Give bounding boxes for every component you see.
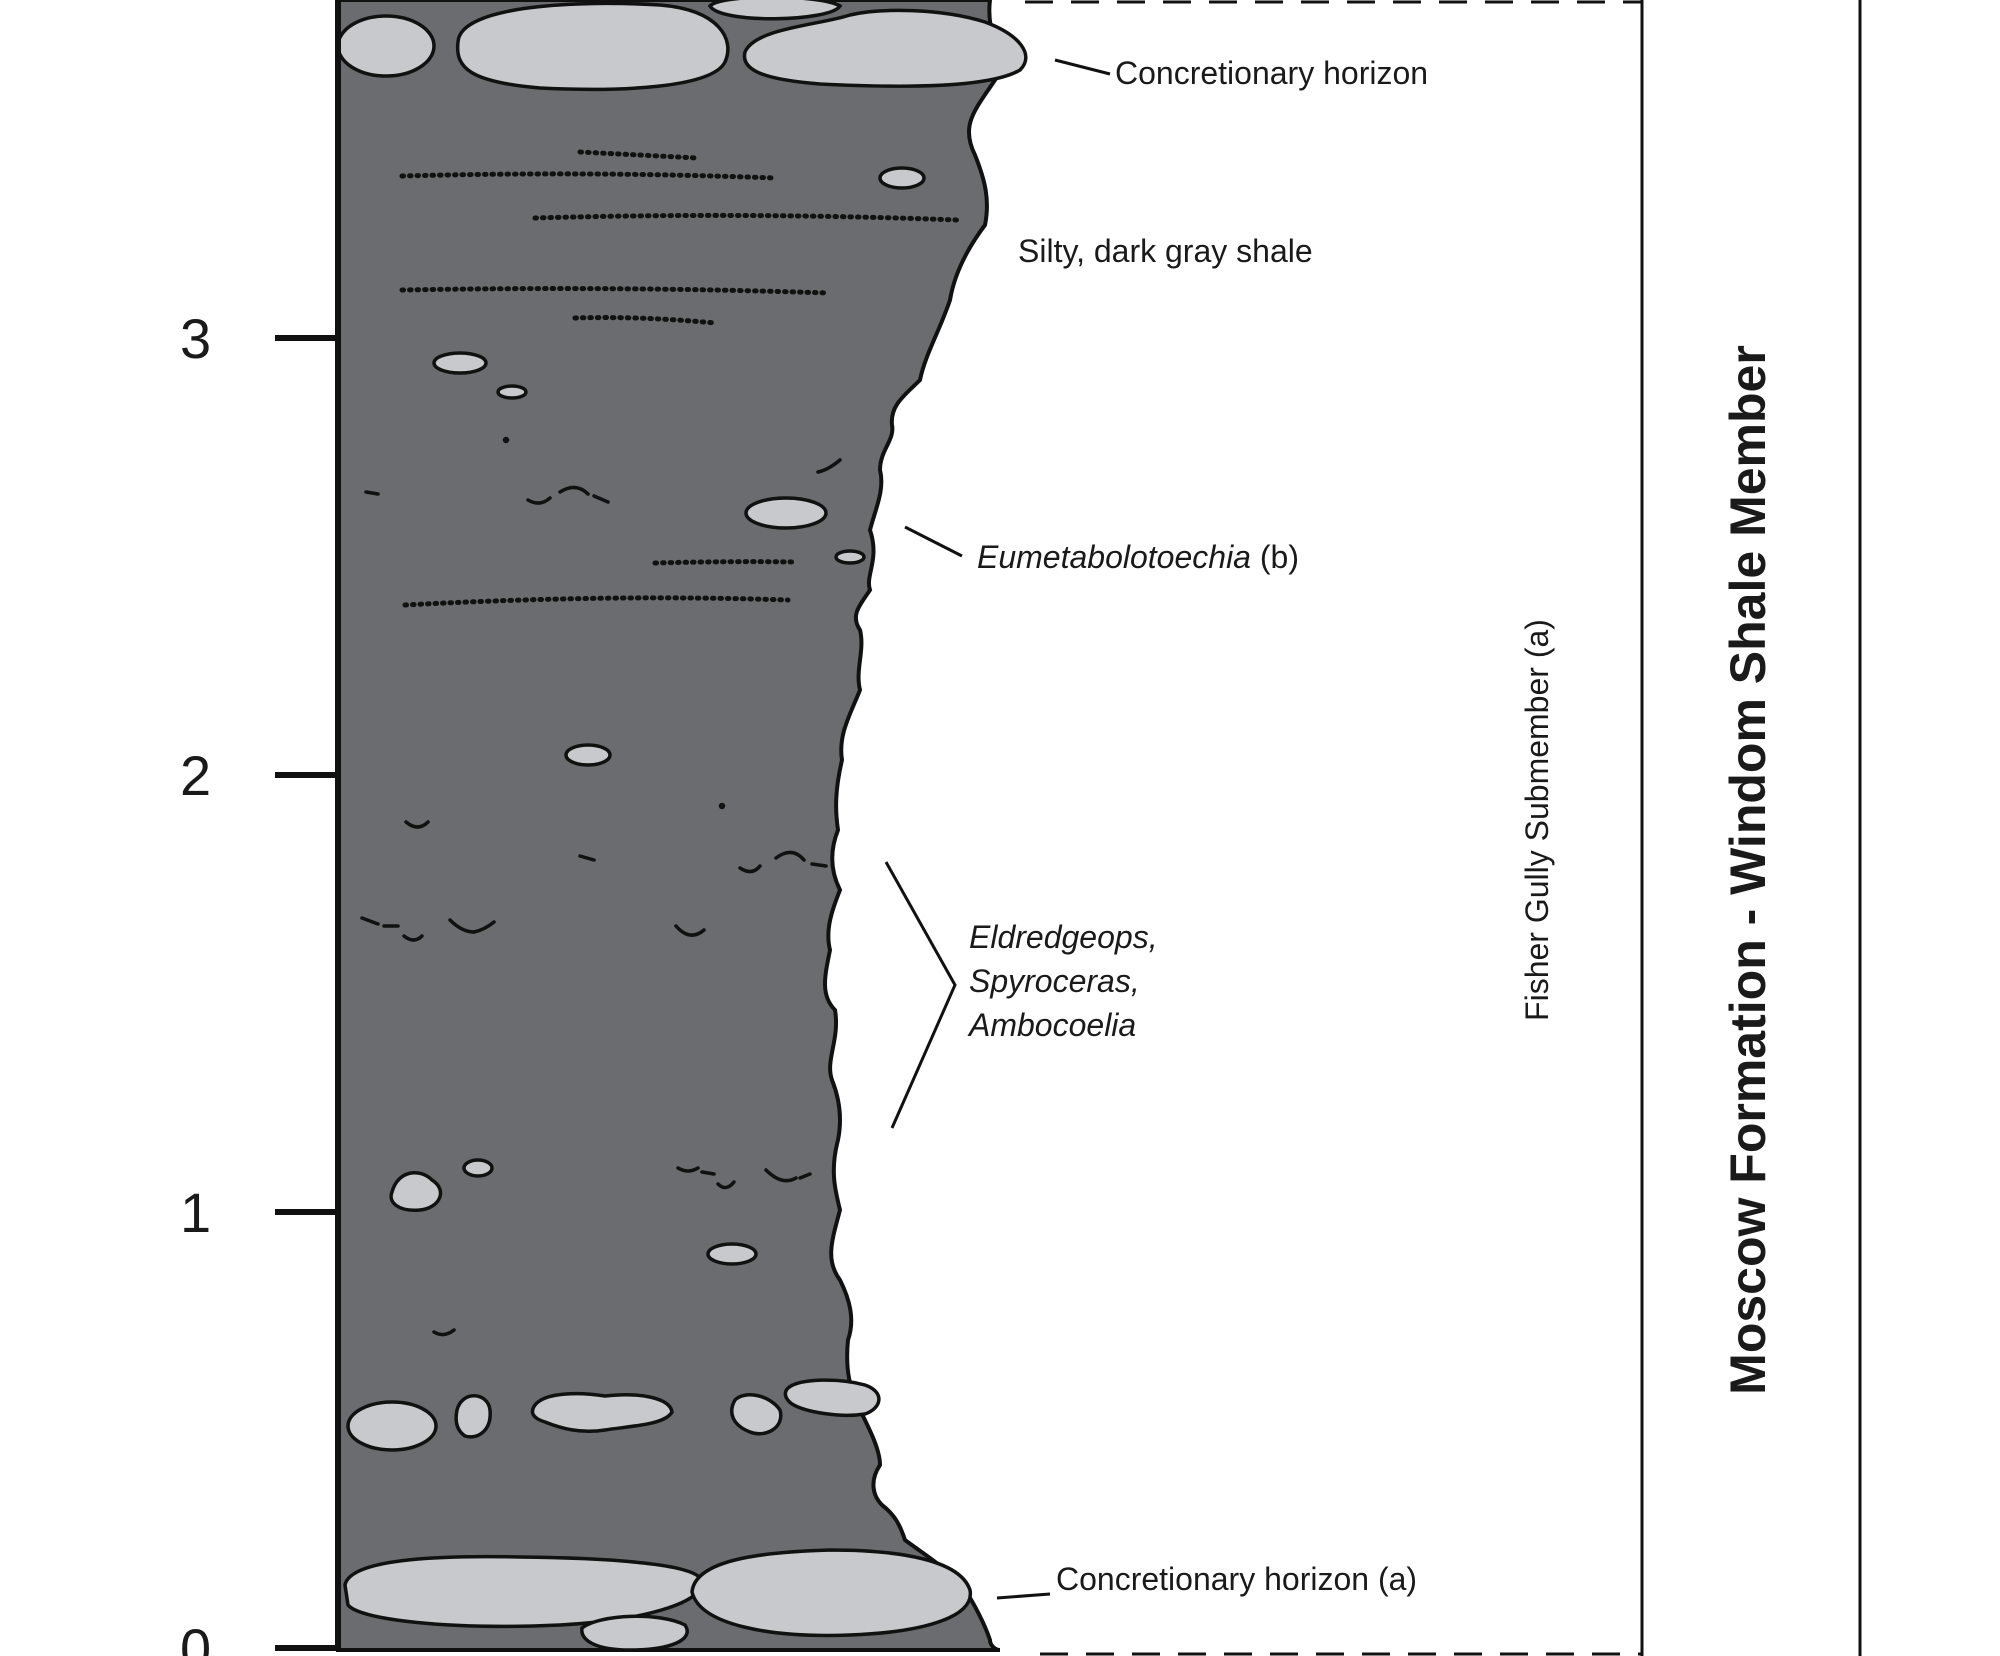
silt-lamina	[577, 149, 700, 161]
fossil-fragments	[360, 436, 842, 1337]
concretion	[730, 1393, 783, 1436]
fossil-fragment	[402, 934, 424, 942]
scale-axis: 3 2 1 0	[180, 307, 338, 1656]
leader-concretionary-top	[1054, 58, 1111, 76]
label-moscow-formation: Moscow Formation - Windom Shale Member	[1720, 345, 1776, 1395]
concretion	[742, 8, 1028, 88]
taxon-footnote: (b)	[1251, 539, 1299, 575]
concretions-scattered	[389, 166, 926, 1266]
concretion	[389, 1170, 443, 1212]
concretion	[530, 1391, 674, 1434]
concretion	[834, 549, 866, 565]
fossil-fragment	[810, 862, 828, 868]
fossil-fragment	[432, 1328, 456, 1337]
concretions-bottom	[343, 1548, 973, 1652]
label-concretionary-horizon: Concretionary horizon	[1115, 55, 1428, 91]
leader-trilobite-bracket	[884, 861, 957, 1129]
concretion	[783, 1378, 881, 1418]
fossil-fragment	[472, 920, 496, 934]
fossil-fragment	[798, 1172, 812, 1180]
leader-eumetabolotoechia	[904, 525, 963, 558]
submember-bracket	[1025, 0, 1644, 1656]
concretion	[496, 384, 528, 400]
concretion	[564, 743, 612, 767]
silt-lamina	[532, 212, 961, 223]
label-fisher-gully-submember: Fisher Gully Submember (a)	[1519, 619, 1555, 1021]
fossil-fragment	[592, 494, 610, 504]
silt-lamina	[399, 286, 831, 296]
fossil-fragment	[764, 1168, 798, 1183]
annotation-leaders	[884, 58, 1111, 1600]
concretions-middle	[346, 1378, 881, 1452]
fossil-fragment	[578, 854, 596, 862]
concretion	[454, 1394, 492, 1439]
concretion	[432, 351, 488, 375]
label-eumetabolotoechia: Eumetabolotoechia (b)	[977, 539, 1299, 575]
scale-tick-label: 0	[180, 1617, 211, 1656]
concretion	[346, 1400, 438, 1452]
concretion	[744, 496, 828, 530]
fossil-fragment	[738, 864, 762, 874]
annotations: Concretionary horizon Silty, dark gray s…	[967, 55, 1428, 1597]
fossil-fragment	[718, 802, 726, 810]
fossil-fragment	[502, 436, 510, 444]
fossil-fragment	[774, 850, 806, 862]
fossil-fragment	[558, 485, 590, 496]
fossil-fragment	[674, 924, 706, 937]
concretion	[455, 1, 730, 92]
fossil-fragment	[676, 1166, 700, 1173]
silt-laminae	[399, 149, 961, 608]
silt-lamina	[572, 315, 718, 326]
concretion	[878, 166, 926, 190]
concretion	[336, 14, 436, 78]
concretion	[707, 0, 843, 21]
fossil-fragment	[816, 458, 842, 474]
fossil-fragment	[360, 916, 380, 926]
fossil-fragment	[716, 1180, 736, 1190]
concretion	[706, 1242, 758, 1266]
label-concretionary-horizon-a: Concretionary horizon (a)	[1056, 1561, 1417, 1597]
concretions-top	[336, 0, 1028, 92]
silt-lamina	[399, 171, 778, 181]
concretion	[580, 1614, 689, 1652]
taxon-ambocoelia: Ambocoelia	[967, 1007, 1136, 1043]
label-silty-dark-gray-shale: Silty, dark gray shale	[1018, 233, 1313, 269]
scale-tick-label: 1	[180, 1181, 211, 1244]
fossil-fragment	[700, 1170, 716, 1176]
silt-lamina	[402, 595, 791, 608]
shale-column	[336, 0, 1002, 1652]
concretion	[690, 1548, 973, 1638]
fossil-fragment	[448, 918, 476, 934]
taxon-spyroceras: Spyroceras,	[969, 963, 1140, 999]
concretion	[462, 1158, 494, 1178]
fossil-fragment	[364, 490, 380, 496]
scale-tick-label: 3	[180, 307, 211, 370]
taxon-eldredgeops: Eldredgeops,	[969, 919, 1158, 955]
scale-tick-label: 2	[180, 744, 211, 807]
fossil-fragment	[404, 820, 430, 829]
fossil-fragment	[526, 496, 552, 505]
leader-concretionary-bottom	[996, 1592, 1051, 1600]
silt-lamina	[652, 559, 798, 566]
taxon-eumetabolotoechia: Eumetabolotoechia	[977, 539, 1251, 575]
